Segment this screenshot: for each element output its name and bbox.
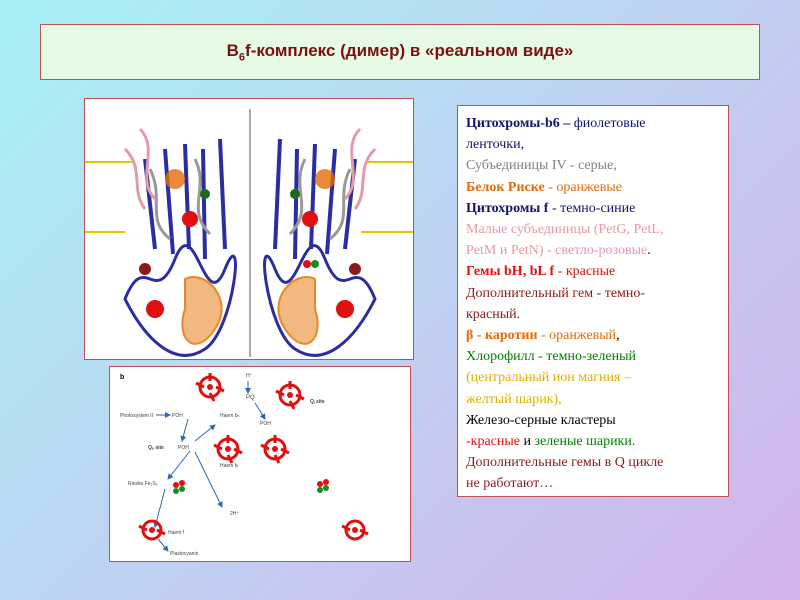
legend-line: -красные и зеленые шарики. (466, 431, 722, 452)
legend-red-balls: -красные (466, 434, 521, 450)
label-qi-site: Qᵢ site (310, 399, 325, 405)
panel-label: b (120, 374, 124, 381)
legend-comma: , (616, 328, 620, 344)
legend-carotene: β - каротин (466, 328, 538, 344)
legend-small-subunits-desc: PetM и PetN) - светло-розовые (466, 243, 648, 259)
diagram-arrows (153, 381, 266, 552)
title-main: B (226, 40, 239, 60)
fe-s-clusters (173, 479, 329, 494)
legend-line: красный. (466, 306, 521, 322)
legend-fe-s: Железо-серные кластеры (466, 412, 616, 428)
legend-line: Белок Риске - оранжевые (466, 177, 722, 198)
legend-carotene-desc: - оранжевый (537, 328, 617, 344)
legend-line: ленточки, (466, 137, 525, 153)
legend-extra-heme: Дополнительный гем - темно- (466, 285, 646, 301)
haem-icons (138, 373, 369, 541)
protein-structure-svg (85, 109, 413, 357)
legend-green-balls: зеленые шарики. (534, 434, 636, 450)
legend-rieske: Белок Риске (466, 179, 545, 195)
title-subscript: 6 (238, 51, 246, 64)
label-photosystem: Photosystem II (120, 413, 153, 419)
right-monomer (263, 127, 377, 357)
label-rieske: Rieske Fe₂S₂ (128, 481, 158, 487)
title-rest: f-комплекс (димер) в «реальном виде» (245, 40, 574, 60)
legend-small-subunits: Малые субъединицы (PetG, PetL, (466, 222, 664, 238)
legend-rieske-desc: - оранжевые (544, 179, 622, 195)
label-poh2-left: POH (172, 413, 183, 419)
legend-box: Цитохромы-b6 – фиолетовые ленточки, Субъ… (457, 105, 729, 497)
label-haem-bl: Haem bₗ (220, 463, 239, 469)
label-poh2-right: POH (260, 421, 271, 427)
label-haem-bh: Haem bₕ (220, 413, 240, 419)
legend-subunit-iv: Субъединицы IV - серые, (466, 158, 617, 174)
title-box: B6f-комплекс (димер) в «реальном виде» (40, 24, 760, 80)
legend-magnesium: (центральный ион магния – (466, 370, 631, 386)
slide-title: B6f-комплекс (димер) в «реальном виде» (227, 41, 574, 63)
legend-cyt-f: Цитохромы f (466, 200, 549, 216)
legend-line: не работают… (466, 476, 554, 492)
legend-cyt-b6-desc: фиолетовые (573, 116, 646, 131)
legend-line: желтый шарик), (466, 391, 562, 407)
label-pq: PQ (246, 395, 255, 401)
legend-line: β - каротин - оранжевый, (466, 325, 722, 346)
electron-transport-diagram: b H⁺ PQ Photosystem II POH Qᵢ site Qₒ si… (109, 366, 411, 562)
legend-cyt-f-desc: - темно-синие (548, 200, 636, 216)
label-plastocyanin: Plastocyanin (170, 551, 199, 557)
label-2h: 2H⁺ (230, 511, 239, 517)
label-haem-f: Haem f (168, 530, 185, 536)
label-poh2-mid: POH (178, 445, 189, 451)
legend-hemes: Гемы bH, bL f (466, 264, 555, 280)
left-monomer (123, 127, 237, 357)
diagram-svg: b H⁺ PQ Photosystem II POH Qᵢ site Qₒ si… (120, 373, 369, 557)
legend-line: PetM и PetN) - светло-розовые. (466, 240, 722, 261)
label-qo-site: Qₒ site (148, 445, 164, 451)
protein-structure-image (84, 98, 414, 360)
legend-line: Гемы bH, bL f - красные (466, 261, 722, 282)
legend-chlorophyll: Хлорофилл - темно-зеленый (466, 349, 636, 365)
legend-q-cycle: Дополнительные гемы в Q цикле (466, 455, 664, 471)
legend-cyt-b6: Цитохромы-b6 – (466, 116, 574, 131)
legend-line: Цитохромы-b6 – фиолетовые (466, 113, 722, 134)
legend-period: . (647, 243, 651, 259)
legend-and: и (520, 434, 535, 450)
label-h-plus: H⁺ (246, 373, 253, 379)
legend-line: Цитохромы f - темно-синие (466, 198, 722, 219)
legend-hemes-desc: - красные (554, 264, 616, 280)
